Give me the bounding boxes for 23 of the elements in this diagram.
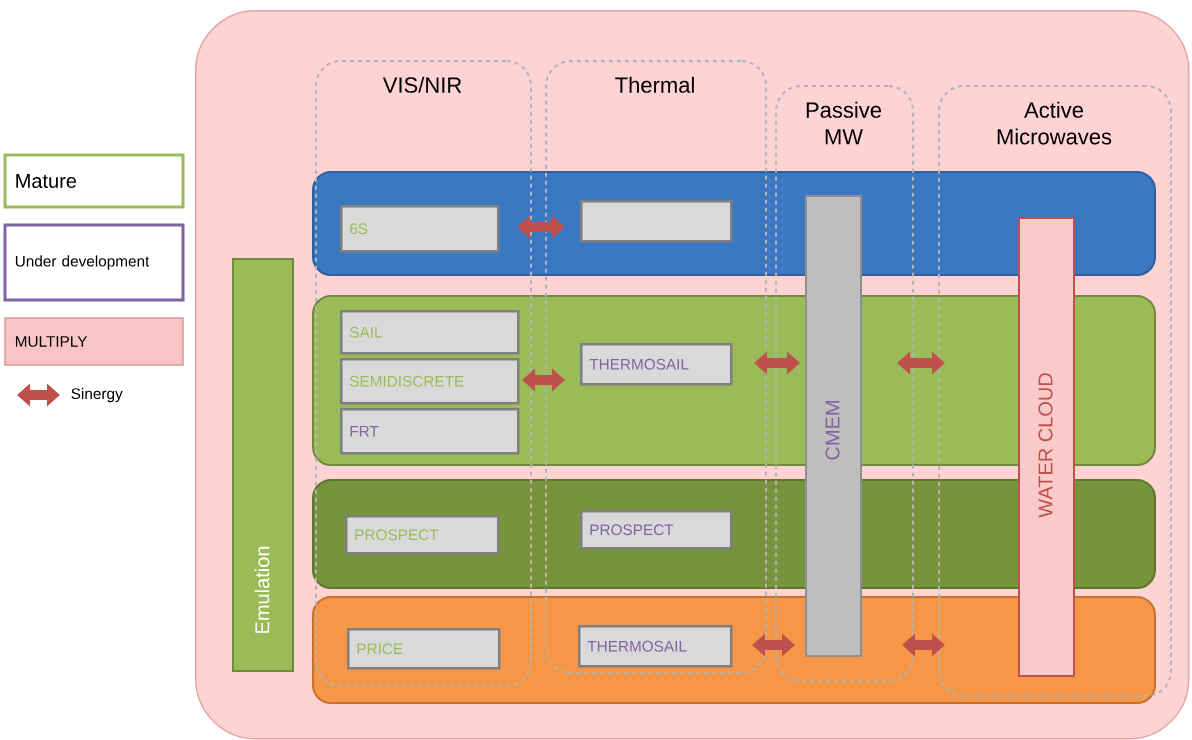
model-box: PROSPECT	[580, 510, 733, 550]
model-box: 6S	[340, 205, 500, 253]
model-box: SAIL	[340, 310, 520, 355]
double-arrow	[517, 215, 565, 239]
legend-box: MULTIPLY	[4, 317, 184, 366]
double-arrow	[897, 351, 945, 375]
empty-box	[580, 200, 733, 243]
model-box: PROSPECT	[345, 515, 500, 555]
double-arrow	[522, 368, 565, 392]
legend-box: Under development	[3, 223, 185, 302]
model-box: FRT	[340, 408, 520, 455]
model-bar: WATER CLOUD	[1018, 217, 1075, 677]
emulation-bar: Emulation	[232, 258, 294, 672]
model-box: THERMOSAIL	[580, 343, 733, 386]
double-arrow	[754, 351, 800, 375]
model-box: THERMOSAIL	[578, 625, 733, 668]
legend-box: Mature	[3, 153, 185, 209]
legend-label: Sinergy	[71, 387, 123, 403]
model-box: PRICE	[347, 628, 501, 670]
double-arrow	[752, 633, 795, 657]
model-box: SEMIDISCRETE	[340, 358, 520, 405]
double-arrow	[902, 633, 945, 657]
model-bar: CMEM	[805, 195, 862, 657]
